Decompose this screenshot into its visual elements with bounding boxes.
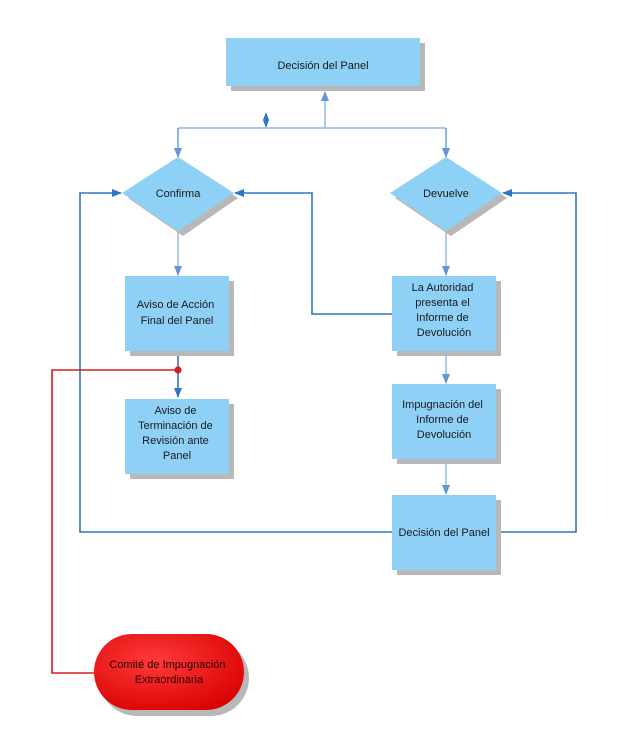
node-aviso-terminacion-line-3: Revisión ante <box>142 435 209 447</box>
node-comite: Comité de Impugnación Extraordinaria <box>94 634 249 716</box>
node-devuelve: Devuelve <box>390 157 507 236</box>
svg-text:Comité de Impugnación Ex: Comité de Impugnación Extraordinaria <box>109 659 228 686</box>
node-autoridad-line-1: La Autoridad <box>412 282 474 294</box>
node-aviso-terminacion-line-1: Aviso de <box>154 405 196 417</box>
node-aviso-accion: Aviso de Acción Final del Panel <box>125 276 234 356</box>
node-aviso-terminacion-line-2: Terminación de <box>138 420 213 432</box>
node-impugnacion-line-3: Devolución <box>417 429 471 441</box>
connector-decision-to-devuelve <box>500 189 577 533</box>
node-decision-bottom: Decisión del Panel <box>392 495 501 575</box>
svg-text:La Autoridad presenta el: La Autoridad presenta el Informe de Devo… <box>412 282 477 339</box>
connector-extraordinary-path <box>51 369 178 674</box>
extraordinary-junction-dot <box>174 366 182 374</box>
node-comite-line-1: Comité de Impugnación <box>109 659 225 671</box>
connector-autoridad-to-confirma <box>234 189 392 315</box>
node-top-decision-label: Decisión del Panel <box>277 60 368 72</box>
node-confirma: Confirma <box>122 157 238 236</box>
connector-decision-to-confirma <box>79 189 392 533</box>
node-top-decision: Decisión del Panel <box>226 38 425 91</box>
node-impugnacion-line-2: Informe de <box>416 414 469 426</box>
node-aviso-terminacion: Aviso de Terminación de Revisión ante Pa… <box>125 399 234 479</box>
node-comite-line-2: Extraordinaria <box>135 674 204 686</box>
svg-text:Impugnación del Informe: Impugnación del Informe de Devolución <box>402 399 486 441</box>
node-autoridad-line-4: Devolución <box>417 327 471 339</box>
node-impugnacion: Impugnación del Informe de Devolución <box>392 384 501 464</box>
node-autoridad: La Autoridad presenta el Informe de Devo… <box>392 276 501 356</box>
node-confirma-label: Confirma <box>156 188 202 200</box>
svg-text:Aviso de Terminación de: Aviso de Terminación de Revisión ante Pa… <box>138 405 216 462</box>
node-aviso-accion-line-2: Final del Panel <box>141 315 214 327</box>
node-autoridad-line-3: Informe de <box>416 312 469 324</box>
node-impugnacion-line-1: Impugnación del <box>402 399 483 411</box>
node-autoridad-line-2: presenta el <box>415 297 469 309</box>
svg-text:Aviso de Acción Final de: Aviso de Acción Final del Panel <box>137 299 218 327</box>
split-diamond-marker <box>263 112 269 128</box>
node-decision-bottom-label: Decisión del Panel <box>398 527 489 539</box>
node-devuelve-label: Devuelve <box>423 188 469 200</box>
node-aviso-accion-line-1: Aviso de Acción <box>137 299 214 311</box>
node-aviso-terminacion-line-4: Panel <box>163 450 191 462</box>
